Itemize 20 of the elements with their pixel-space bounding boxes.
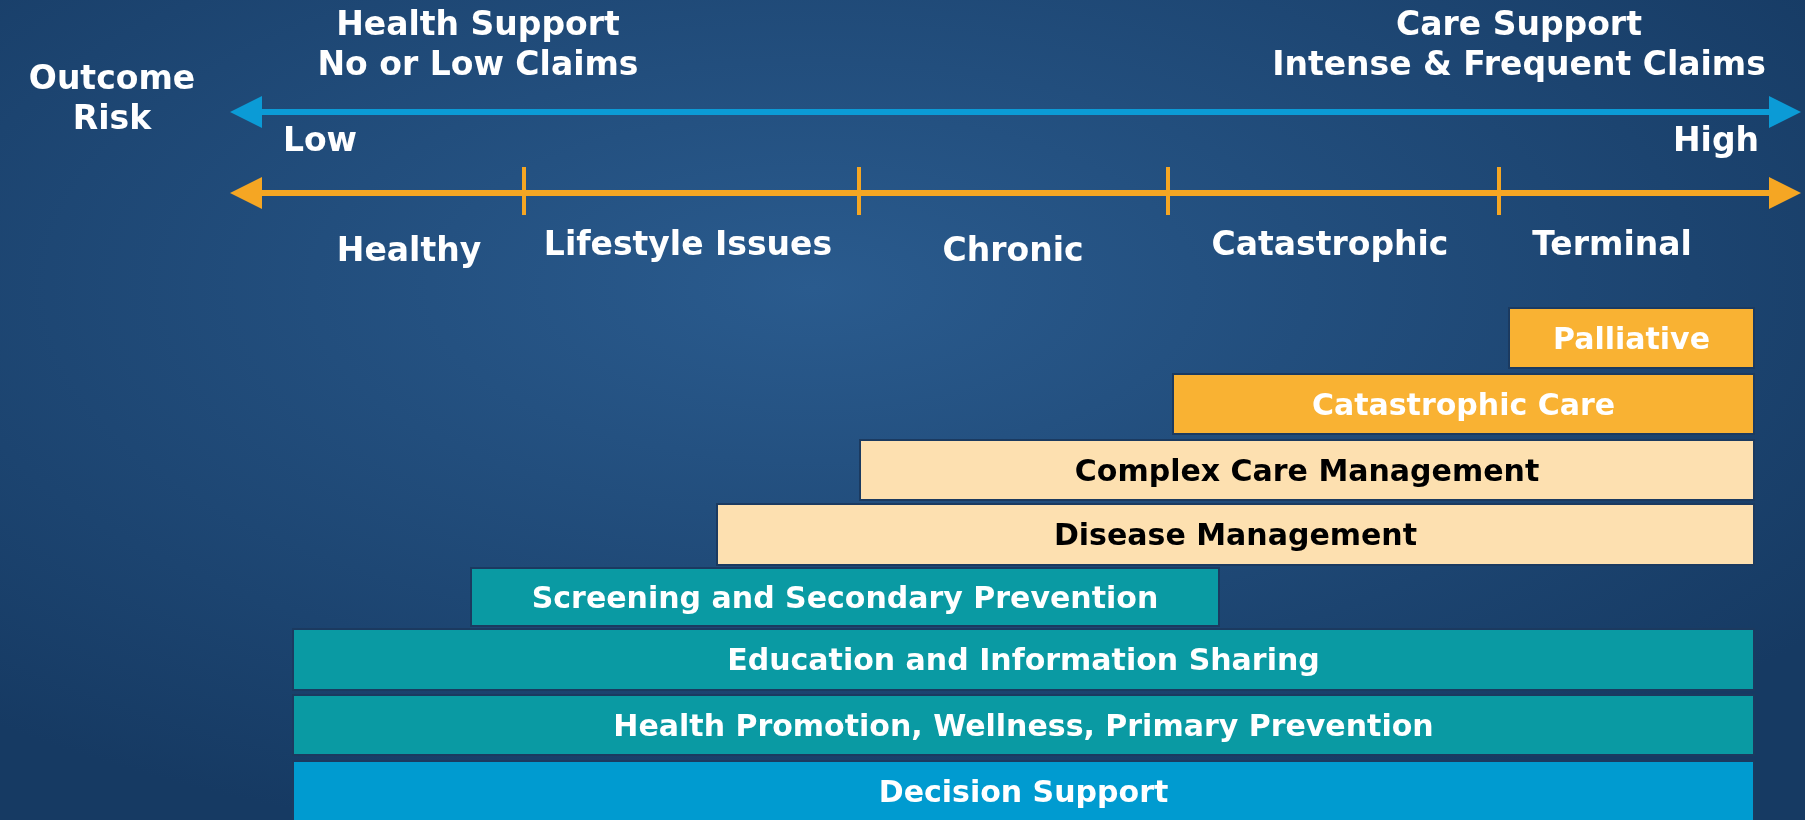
service-bar: Catastrophic Care (1172, 373, 1755, 435)
axis-title: Outcome Risk (27, 58, 197, 138)
scale-end-label: High (1671, 120, 1760, 160)
scale-end-label: Low (281, 120, 359, 160)
service-bar: Palliative (1508, 307, 1755, 369)
stage-label: Lifestyle Issues (542, 224, 834, 264)
stage-label: Chronic (941, 230, 1085, 270)
service-bar: Disease Management (716, 503, 1755, 566)
range-subheading: No or Low Claims (316, 44, 640, 84)
service-bar: Complex Care Management (859, 439, 1755, 501)
service-bar: Screening and Secondary Prevention (470, 567, 1220, 627)
range-heading: Health Support (335, 4, 621, 44)
stage-label: Terminal (1531, 224, 1693, 264)
stage-label: Healthy (335, 230, 483, 270)
service-bar: Health Promotion, Wellness, Primary Prevention (292, 694, 1755, 756)
service-bar: Education and Information Sharing (292, 628, 1755, 691)
stage-label: Catastrophic (1210, 224, 1450, 264)
service-bar: Decision Support (292, 760, 1755, 820)
range-subheading: Intense & Frequent Claims (1271, 44, 1767, 84)
range-heading: Care Support (1395, 4, 1643, 44)
